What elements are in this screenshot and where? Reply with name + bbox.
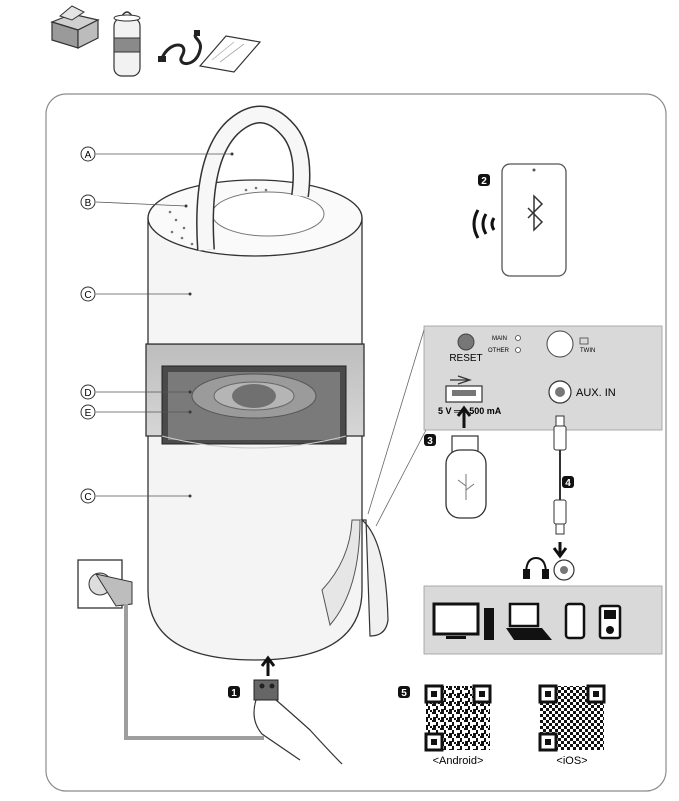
svg-text:D: D bbox=[84, 388, 91, 399]
phone-icon bbox=[564, 602, 586, 640]
svg-text:C: C bbox=[84, 492, 91, 503]
headphones-icon bbox=[523, 556, 549, 579]
signal-waves-icon bbox=[472, 209, 496, 239]
reset-button[interactable] bbox=[457, 333, 475, 351]
rear-panel: RESET MAIN OTHER TWIN 5 V ══ 500 mA AUX.… bbox=[423, 325, 663, 431]
carry-strap bbox=[360, 519, 389, 637]
soundbar-icon bbox=[484, 608, 494, 640]
bluetooth-pairing: 2 bbox=[472, 163, 567, 277]
aux-cable: 4 bbox=[523, 415, 575, 581]
reset-label: RESET bbox=[449, 353, 482, 364]
svg-text:2: 2 bbox=[481, 176, 487, 187]
box-icon bbox=[50, 5, 100, 49]
hand-icon bbox=[253, 699, 343, 765]
other-label: OTHER bbox=[488, 348, 510, 354]
package-contents bbox=[50, 5, 262, 77]
devices-panel bbox=[423, 585, 663, 655]
callout-e: E bbox=[80, 404, 190, 420]
svg-text:A: A bbox=[85, 150, 92, 161]
usb-icon bbox=[450, 375, 472, 385]
svg-text:1: 1 bbox=[231, 688, 237, 699]
callout-a: A bbox=[80, 146, 232, 162]
callout-b: B bbox=[80, 194, 187, 210]
cable-icon bbox=[158, 30, 203, 65]
laptop-icon bbox=[506, 602, 552, 640]
callouts: A B C D E C bbox=[80, 146, 232, 504]
power-plug bbox=[253, 679, 279, 701]
svg-text:3: 3 bbox=[427, 436, 433, 447]
callout-c-lower: C bbox=[80, 488, 190, 504]
speaker-illustration bbox=[145, 105, 365, 661]
manual-icon bbox=[198, 35, 262, 73]
qr-code-icon bbox=[424, 684, 492, 752]
qr-code-icon bbox=[538, 684, 606, 752]
bluetooth-icon bbox=[527, 194, 544, 232]
aux-label: AUX. IN bbox=[576, 387, 616, 399]
twin-icon bbox=[579, 337, 589, 345]
svg-text:E: E bbox=[85, 408, 92, 419]
speaker-icon bbox=[113, 11, 141, 77]
ios-label: <iOS> bbox=[556, 755, 587, 767]
svg-text:C: C bbox=[84, 290, 91, 301]
usb-rating: 5 V ══ 500 mA bbox=[438, 406, 502, 416]
main-label: MAIN bbox=[492, 336, 507, 342]
svg-text:B: B bbox=[85, 198, 92, 209]
svg-text:4: 4 bbox=[565, 478, 571, 489]
power-connection: 1 bbox=[77, 559, 343, 765]
callout-c-upper: C bbox=[80, 286, 190, 302]
usb-icon bbox=[457, 474, 475, 500]
callout-d: D bbox=[80, 384, 190, 400]
android-label: <Android> bbox=[433, 755, 484, 767]
twin-label: TWIN bbox=[580, 348, 595, 354]
tv-icon bbox=[432, 602, 480, 639]
mp3-player-icon bbox=[598, 604, 622, 640]
app-qr-codes: 5 <Android> <iOS> bbox=[398, 684, 606, 767]
usb-drive: 3 bbox=[424, 405, 487, 519]
twin-button[interactable] bbox=[546, 330, 574, 358]
svg-text:5: 5 bbox=[401, 688, 407, 699]
